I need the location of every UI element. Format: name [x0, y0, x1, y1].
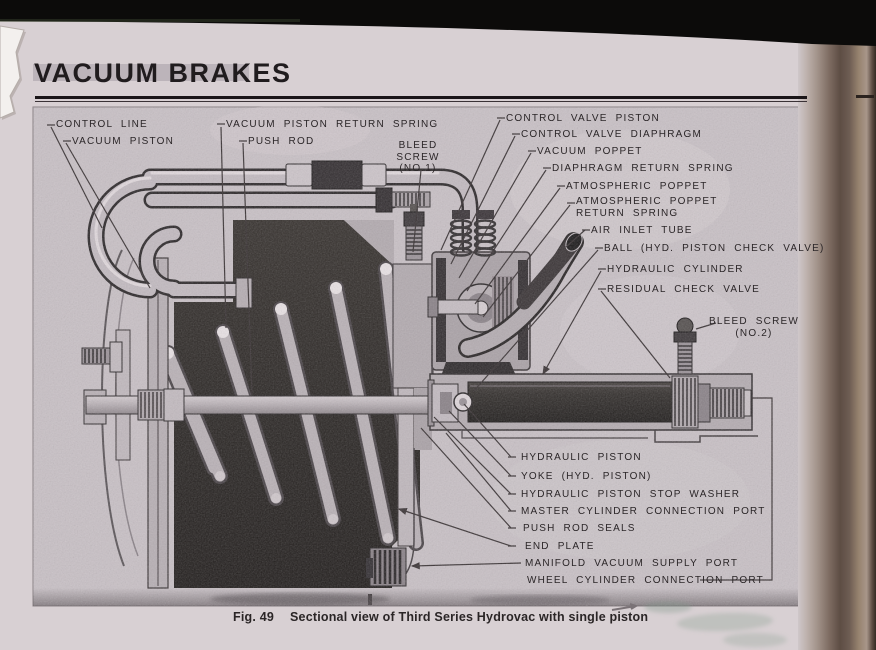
title-highlight-smudge [33, 64, 249, 81]
label-vacuum-piston: VACUUM PISTON [72, 136, 175, 147]
ghost-print-smudges [644, 601, 787, 647]
label-control-valve-diaphragm: CONTROL VALVE DIAPHRAGM [521, 129, 702, 140]
label-push-rod-seals: PUSH ROD SEALS [523, 523, 636, 534]
label-manifold-vacuum-supply-port: MANIFOLD VACUUM SUPPLY PORT [525, 558, 739, 569]
book-edge [798, 0, 876, 650]
label-control-line: CONTROL LINE [56, 119, 148, 130]
label-yoke: YOKE (HYD. PISTON) [521, 471, 652, 482]
pencil-mark [611, 603, 639, 611]
scanner-top-band [0, 0, 876, 46]
label-master-cylinder-connection-port: MASTER CYLINDER CONNECTION PORT [521, 506, 766, 517]
label-hydraulic-piston-stop-washer: HYDRAULIC PISTON STOP WASHER [521, 489, 741, 500]
label-hydraulic-cylinder: HYDRAULIC CYLINDER [607, 264, 744, 275]
label-bleed-screw-1: BLEED SCREW (NO.1) [396, 140, 440, 174]
label-residual-check-valve: RESIDUAL CHECK VALVE [607, 284, 760, 295]
figure-caption: Fig. 49 Sectional view of Third Series Hy… [233, 610, 648, 624]
header-rule-thin [35, 101, 807, 102]
torn-paper-corner [0, 25, 26, 120]
header-rule-thick [35, 96, 807, 99]
figure-caption-text: Sectional view of Third Series Hydrovac … [290, 610, 649, 624]
label-end-plate: END PLATE [525, 541, 595, 552]
label-atmospheric-poppet-return-spring: ATMOSPHERIC POPPET RETURN SPRING [576, 196, 718, 219]
label-vacuum-piston-return-spring: VACUUM PISTON RETURN SPRING [226, 119, 439, 130]
label-bleed-screw-2: BLEED SCREW (NO.2) [709, 316, 799, 339]
label-control-valve-piston: CONTROL VALVE PISTON [506, 113, 660, 124]
label-air-inlet-tube: AIR INLET TUBE [591, 225, 693, 236]
label-atmospheric-poppet: ATMOSPHERIC POPPET [566, 181, 708, 192]
label-vacuum-poppet: VACUUM POPPET [537, 146, 643, 157]
label-diaphragm-return-spring: DIAPHRAGM RETURN SPRING [552, 163, 734, 174]
page-title: VACUUM BRAKES [34, 58, 292, 88]
label-ball-check-valve: BALL (HYD. PISTON CHECK VALVE) [604, 243, 825, 254]
label-wheel-cylinder-connection-port: WHEEL CYLINDER CONNECTION PORT [527, 575, 764, 586]
label-push-rod: PUSH ROD [248, 136, 315, 147]
figure-number: Fig. 49 [233, 610, 274, 624]
halftone-grain [33, 107, 800, 606]
adjacent-page-rule-fragment [856, 95, 874, 98]
label-hydraulic-piston: HYDRAULIC PISTON [521, 452, 642, 463]
